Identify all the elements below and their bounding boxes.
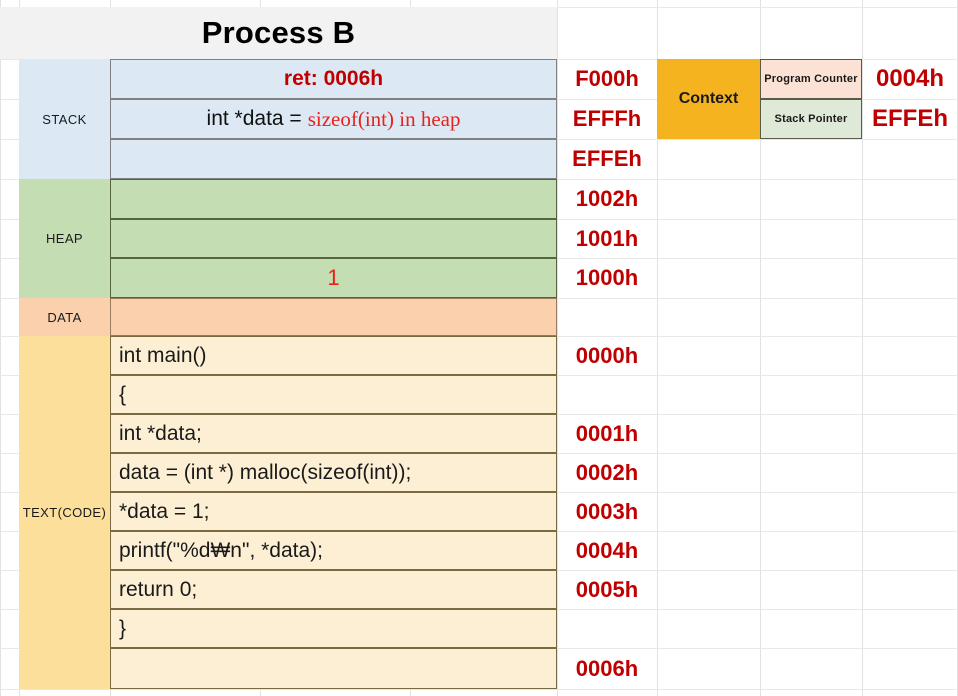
code-row: int main(): [110, 336, 557, 375]
address-label: [557, 298, 657, 336]
register-value-stack-pointer: EFFEh: [872, 105, 948, 132]
heap-row: [110, 219, 557, 258]
code-row: {: [110, 375, 557, 414]
code-row: [110, 648, 557, 689]
gridline-vertical: [760, 0, 761, 696]
register-value-program-counter: 0004h: [875, 65, 945, 92]
sidebar-item-text: TEXT(CODE): [19, 336, 110, 689]
address-label: F000h: [575, 66, 639, 91]
address-label: EFFEh: [572, 146, 642, 171]
code-row: return 0;: [110, 570, 557, 609]
stack-row: [110, 139, 557, 179]
gridline-vertical: [862, 0, 863, 696]
gridline-vertical: [0, 0, 1, 696]
sidebar-item-heap: HEAP: [19, 179, 110, 298]
address-label: 0001h: [575, 420, 639, 446]
stack-row: int *data = sizeof(int) in heap: [110, 99, 557, 139]
code-line: *data = 1;: [119, 499, 210, 523]
code-row: printf("%d₩n", *data);: [110, 531, 557, 570]
heap-cell-value: 1: [327, 265, 340, 290]
address-label: 0003h: [575, 498, 639, 524]
data-row: [110, 298, 557, 336]
page-title: Process B: [0, 7, 557, 59]
gridline-horizontal: [0, 689, 958, 690]
stack-row: ret: 0006h: [110, 59, 557, 99]
code-line: printf("%d₩n", *data);: [119, 538, 323, 562]
address-label: 0005h: [575, 576, 639, 602]
code-line: data = (int *) malloc(sizeof(int));: [119, 460, 412, 484]
code-line: return 0;: [119, 577, 198, 601]
sidebar-item-data: DATA: [19, 298, 110, 336]
code-row: *data = 1;: [110, 492, 557, 531]
code-line: int main(): [119, 343, 207, 367]
heap-row: 1: [110, 258, 557, 298]
address-label: 0004h: [575, 537, 639, 563]
stack-variable-value: sizeof(int) in heap: [307, 106, 461, 131]
stack-variable-name: int *data =: [206, 107, 302, 130]
code-row: }: [110, 609, 557, 648]
stack-return-address: ret: 0006h: [283, 67, 384, 90]
address-label: 1001h: [575, 225, 639, 251]
address-label: 1000h: [575, 265, 639, 290]
code-line: {: [119, 382, 127, 406]
address-label: 1002h: [575, 186, 639, 211]
sidebar-item-stack: STACK: [19, 59, 110, 179]
address-label: 0002h: [575, 459, 639, 485]
address-label: 0006h: [575, 655, 639, 681]
code-line: }: [119, 616, 127, 640]
register-name-program-counter: Program Counter: [760, 59, 862, 99]
register-name-stack-pointer: Stack Pointer: [760, 99, 862, 139]
address-label: 0000h: [575, 342, 639, 368]
address-label: [557, 609, 657, 648]
address-label: [557, 375, 657, 414]
gridline-vertical: [657, 0, 658, 696]
code-row: int *data;: [110, 414, 557, 453]
heap-row: [110, 179, 557, 219]
code-row: data = (int *) malloc(sizeof(int));: [110, 453, 557, 492]
address-label: EFFFh: [572, 106, 642, 131]
gridline-vertical: [557, 0, 558, 696]
context-block-label: Context: [657, 59, 760, 139]
code-line: int *data;: [119, 421, 202, 445]
